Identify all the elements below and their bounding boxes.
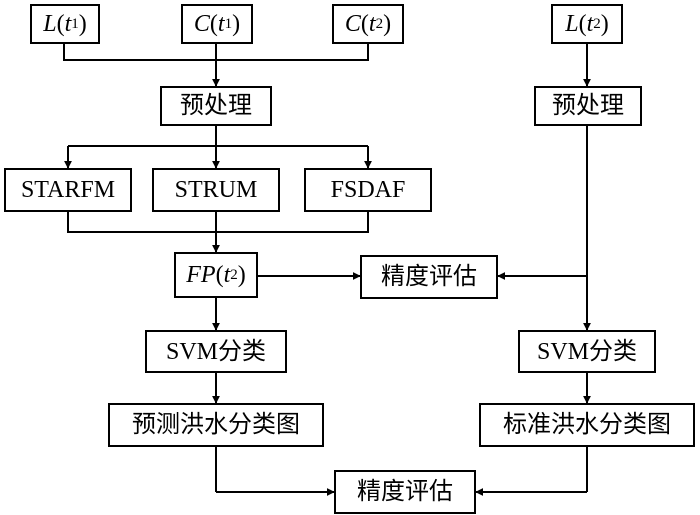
node-predicted-flood-map: 预测洪水分类图: [108, 403, 324, 447]
node-c-t1-sub: 1: [224, 15, 233, 32]
node-l-t2-prefix: L: [565, 11, 579, 37]
node-svm-right: SVM分类: [518, 330, 656, 373]
node-fsdaf: FSDAF: [304, 168, 432, 212]
node-l-t2-open: (: [578, 11, 587, 37]
node-accuracy-bottom: 精度评估: [334, 470, 476, 514]
node-fp-t2-close: ): [237, 262, 246, 288]
node-fp-t2-prefix: FP: [186, 262, 216, 288]
node-fp-t2-sub: 2: [230, 266, 238, 283]
node-c-t2-prefix: C: [344, 11, 361, 37]
node-accuracy-top: 精度评估: [360, 255, 498, 299]
node-preprocess-left: 预处理: [160, 86, 272, 126]
node-l-t1-sub: 1: [71, 15, 79, 32]
node-l-t2-close: ): [600, 11, 609, 37]
node-fp-t2-open: (: [215, 262, 224, 288]
node-svm-left: SVM分类: [145, 330, 287, 373]
node-l-t1-prefix: L: [43, 11, 57, 37]
merge-inputs-line: [63, 42, 369, 61]
node-c-t1-var: t: [217, 11, 225, 37]
node-preprocess-right: 预处理: [534, 86, 642, 126]
node-l-t2-var: t: [586, 11, 594, 37]
split-models-line: [68, 124, 368, 147]
node-standard-flood-map: 标准洪水分类图: [479, 403, 695, 447]
node-c-t2-var: t: [368, 11, 376, 37]
node-c-t2-close: ): [383, 11, 392, 37]
node-l-t1-close: ): [78, 11, 87, 37]
node-c-t2-sub: 2: [375, 15, 384, 32]
node-c-t1-prefix: C: [193, 11, 210, 37]
node-l-t2-sub: 2: [593, 15, 601, 32]
node-c-t1-close: ): [232, 11, 241, 37]
node-strum: STRUM: [152, 168, 280, 212]
node-c-t1-open: (: [209, 11, 218, 37]
merge-models-line: [67, 212, 369, 233]
node-l-t1-var: t: [64, 11, 72, 37]
node-fp-t2-var: t: [223, 262, 231, 288]
node-l-t1-open: (: [56, 11, 65, 37]
node-c-t2-open: (: [360, 11, 369, 37]
node-starfm: STARFM: [4, 168, 132, 212]
